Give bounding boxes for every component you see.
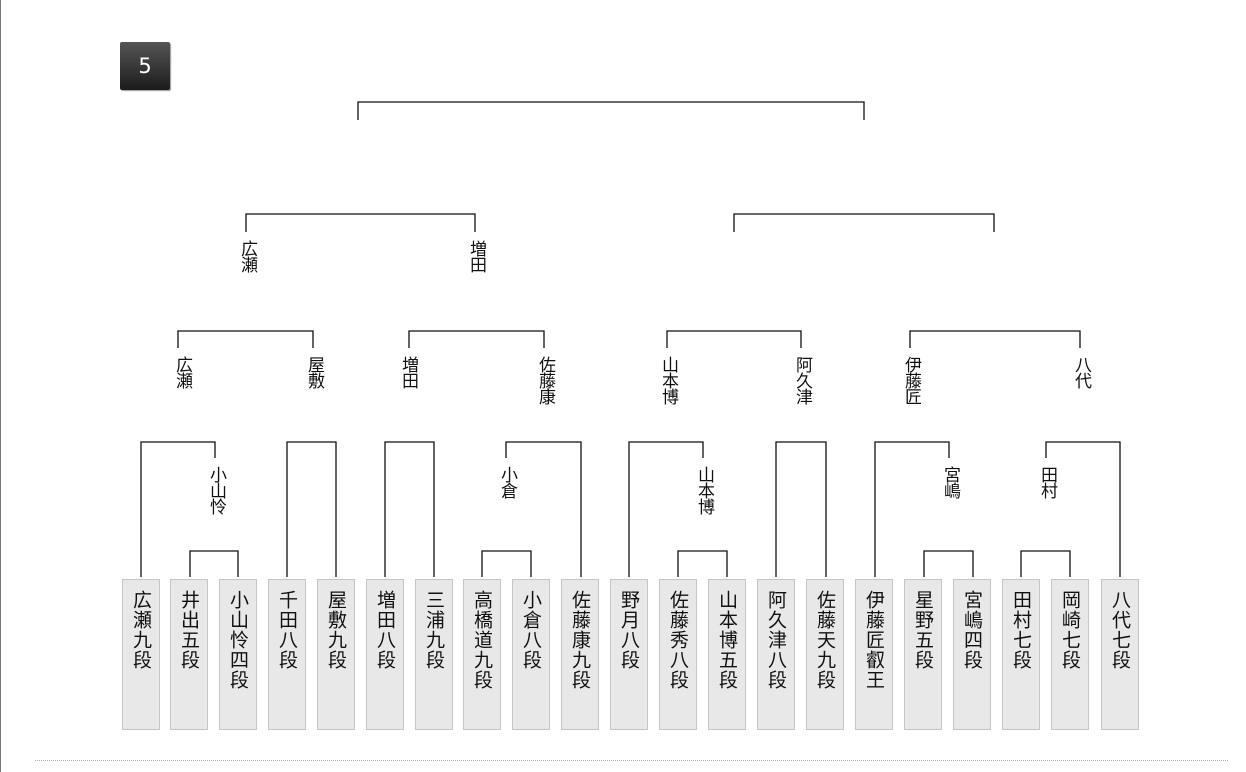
round2-winner-sato-yasumitsu: 佐藤康: [535, 356, 555, 404]
player-box: 宮嶋四段: [953, 579, 991, 730]
bracket-qf-b: [408, 330, 545, 348]
block-number-badge: 5: [120, 42, 170, 90]
bracket-r2-d: [505, 441, 582, 577]
round2-winner-masuda: 増田: [398, 356, 418, 388]
dotted-divider: [35, 760, 1228, 761]
player-box: 千田八段: [268, 579, 306, 730]
player-box: 小倉八段: [512, 579, 550, 730]
round1-winner-ogura: 小倉: [497, 466, 517, 498]
player-box: 高橋道九段: [463, 579, 501, 730]
player-name: 小山怜四段: [227, 590, 249, 690]
player-name: 田村七段: [1010, 590, 1032, 670]
player-box: 八代七段: [1101, 579, 1139, 730]
player-box: 三浦九段: [415, 579, 453, 730]
player-name: 山本博五段: [716, 590, 738, 690]
round2-winner-ito-takumi: 伊藤匠: [901, 356, 921, 404]
round2-winner-yamamoto: 山本博: [658, 356, 678, 404]
left-border: [0, 0, 1, 772]
round2-winner-hirose: 広瀬: [172, 356, 192, 388]
player-name: 佐藤秀八段: [667, 590, 689, 690]
bracket-r2-g: [874, 441, 950, 577]
bracket-r1-b: [481, 550, 532, 577]
bracket-r1-a: [189, 550, 239, 577]
player-name: 宮嶋四段: [961, 590, 983, 670]
bracket-r2-e: [628, 441, 704, 577]
bracket-qf-d: [909, 330, 1081, 348]
bracket-final: [357, 101, 865, 120]
round2-winner-yashiki: 屋敷: [304, 356, 324, 388]
player-box: 屋敷九段: [317, 579, 355, 730]
player-name: 野月八段: [618, 590, 640, 670]
bracket-qf-a: [177, 330, 314, 348]
player-box: 野月八段: [610, 579, 648, 730]
player-box: 佐藤秀八段: [659, 579, 697, 730]
bracket-r2-f: [775, 441, 827, 577]
player-name: 広瀬九段: [130, 590, 152, 670]
player-box: 伊藤匠叡王: [855, 579, 893, 730]
bracket-r2-b: [286, 441, 337, 577]
player-name: 井出五段: [178, 590, 200, 670]
player-name: 三浦九段: [423, 590, 445, 670]
bracket-r1-e: [1020, 550, 1071, 577]
semifinal-winner-hirose: 広瀬: [237, 240, 257, 272]
player-box: 阿久津八段: [757, 579, 795, 730]
semifinal-winner-masuda: 増田: [466, 240, 486, 272]
player-box: 星野五段: [904, 579, 942, 730]
round1-winner-miyajima: 宮嶋: [940, 466, 960, 498]
round2-winner-akutsu: 阿久津: [792, 356, 812, 404]
player-name: 千田八段: [276, 590, 298, 670]
player-box: 田村七段: [1002, 579, 1040, 730]
player-name: 増田八段: [374, 590, 396, 670]
player-name: 伊藤匠叡王: [863, 590, 885, 690]
player-box: 広瀬九段: [122, 579, 160, 730]
player-name: 屋敷九段: [325, 590, 347, 670]
bracket-r2-h: [1045, 441, 1121, 577]
player-name: 佐藤天九段: [814, 590, 836, 690]
bracket-r1-c: [677, 550, 728, 577]
player-box: 井出五段: [170, 579, 208, 730]
player-name: 八代七段: [1109, 590, 1131, 670]
bracket-sf-a: [245, 213, 476, 232]
player-name: 佐藤康九段: [569, 590, 591, 690]
bracket-qf-c: [666, 330, 802, 348]
player-box: 山本博五段: [708, 579, 746, 730]
player-name: 星野五段: [912, 590, 934, 670]
player-name: 高橋道九段: [471, 590, 493, 690]
round1-winner-yamamoto: 山本博: [694, 466, 714, 514]
player-box: 佐藤康九段: [561, 579, 599, 730]
player-box: 増田八段: [366, 579, 404, 730]
bracket-r2-a: [140, 441, 216, 577]
round1-winner-tamura: 田村: [1037, 466, 1057, 498]
player-name: 小倉八段: [520, 590, 542, 670]
player-box: 小山怜四段: [219, 579, 257, 730]
bracket-r2-c: [384, 441, 435, 577]
bracket-r1-d: [923, 550, 974, 577]
player-name: 岡崎七段: [1059, 590, 1081, 670]
round1-winner-oyama: 小山怜: [206, 466, 226, 514]
player-box: 岡崎七段: [1051, 579, 1089, 730]
player-box: 佐藤天九段: [806, 579, 844, 730]
player-name: 阿久津八段: [765, 590, 787, 690]
round2-winner-yashiro: 八代: [1071, 356, 1091, 388]
bracket-sf-b: [733, 213, 995, 232]
